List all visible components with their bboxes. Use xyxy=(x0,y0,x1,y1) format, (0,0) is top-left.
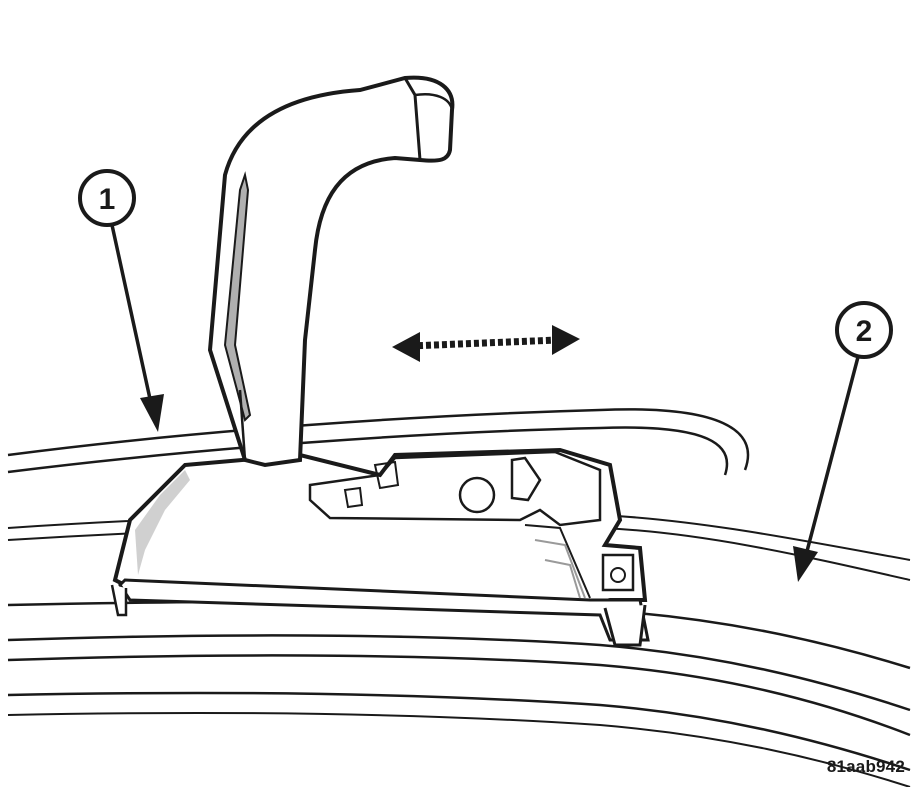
lever-handle-icon xyxy=(207,75,455,468)
callout-1: 1 xyxy=(78,169,164,432)
double-arrow-icon xyxy=(392,325,580,362)
figure-id-label: 81aab942 xyxy=(826,757,905,776)
shifter-base-icon xyxy=(110,447,650,647)
callout-1-label: 1 xyxy=(99,183,116,216)
callout-2-label: 2 xyxy=(856,315,873,348)
callout-2: 2 xyxy=(793,301,893,582)
